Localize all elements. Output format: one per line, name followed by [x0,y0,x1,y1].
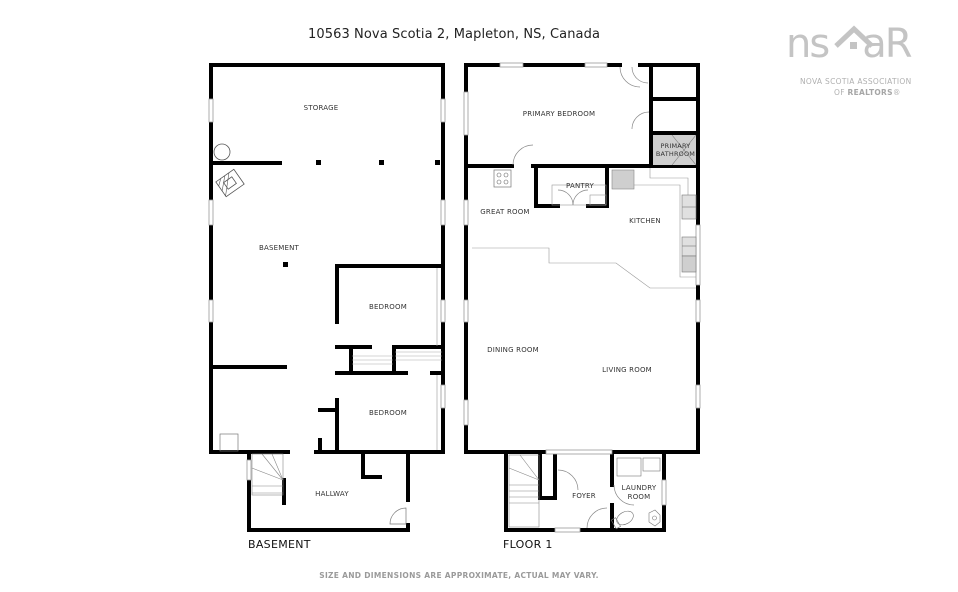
logo-tagline-line2: OF REALTORS® [834,88,901,97]
property-address-title: 10563 Nova Scotia 2, Mapleton, NS, Canad… [307,27,601,42]
hallway-stairs-icon [251,453,284,496]
room-label-pantry: PANTRY [566,182,594,190]
furnace-icon [215,168,245,198]
room-label-living-room: LIVING ROOM [602,366,652,374]
primary-bathroom-fill [653,135,696,165]
room-label-basement: BASEMENT [258,244,300,252]
water-tank-icon [648,509,661,527]
kitchen-counters [472,168,696,289]
room-label-kitchen: KITCHEN [629,217,661,225]
room-label-primary-bedroom: PRIMARY BEDROOM [522,110,596,118]
laundry-room-line2: ROOM [627,493,651,501]
floor-label-floor1: FLOOR 1 [503,538,553,551]
floor-label-basement: BASEMENT [248,538,311,551]
room-label-dining-room: DINING ROOM [487,346,539,354]
washer-icon [616,457,642,477]
stairs-icon [352,351,442,365]
logo-tagline-line1: NOVA SCOTIA ASSOCIATION [800,77,912,86]
dimensions-disclaimer: SIZE AND DIMENSIONS ARE APPROXIMATE, ACT… [319,571,599,580]
room-label-bedroom-1: BEDROOM [369,303,407,311]
logo-name-left: ns [786,21,830,67]
fridge-icon [611,169,635,190]
room-label-foyer: FOYER [572,492,596,500]
logo-line2-prefix: OF [834,88,848,97]
door-swings [512,66,650,529]
door-swing-icon [389,507,407,525]
room-label-bedroom-2: BEDROOM [369,409,407,417]
dishwasher-icon [681,255,697,273]
laundry-sink-icon [642,457,661,472]
logo-line2-bold: REALTORS [847,88,893,97]
room-label-hallway: HALLWAY [315,490,349,498]
stove-icon [493,169,512,188]
floor1-plan [463,62,701,533]
water-heater-icon [213,143,231,161]
floor1-stairs-icon [508,454,540,528]
house-roof-icon [834,25,874,49]
utility-box-icon [219,433,239,452]
room-label-storage: STORAGE [303,104,339,112]
cooktop-icon [681,194,697,220]
logo-line2-suffix: ® [892,88,901,97]
primary-bathroom-line2: BATHROOM [655,150,696,158]
basement-plan [208,63,446,532]
room-label-laundry-room: LAUNDRY ROOM [618,484,660,502]
primary-bathroom-line1: PRIMARY [660,142,691,150]
toilet-icon [610,510,634,530]
room-label-primary-bathroom: PRIMARY BATHROOM [653,142,698,158]
laundry-room-line1: LAUNDRY [621,484,657,492]
room-label-great-room: GREAT ROOM [480,208,530,216]
sink-icon [681,236,697,257]
